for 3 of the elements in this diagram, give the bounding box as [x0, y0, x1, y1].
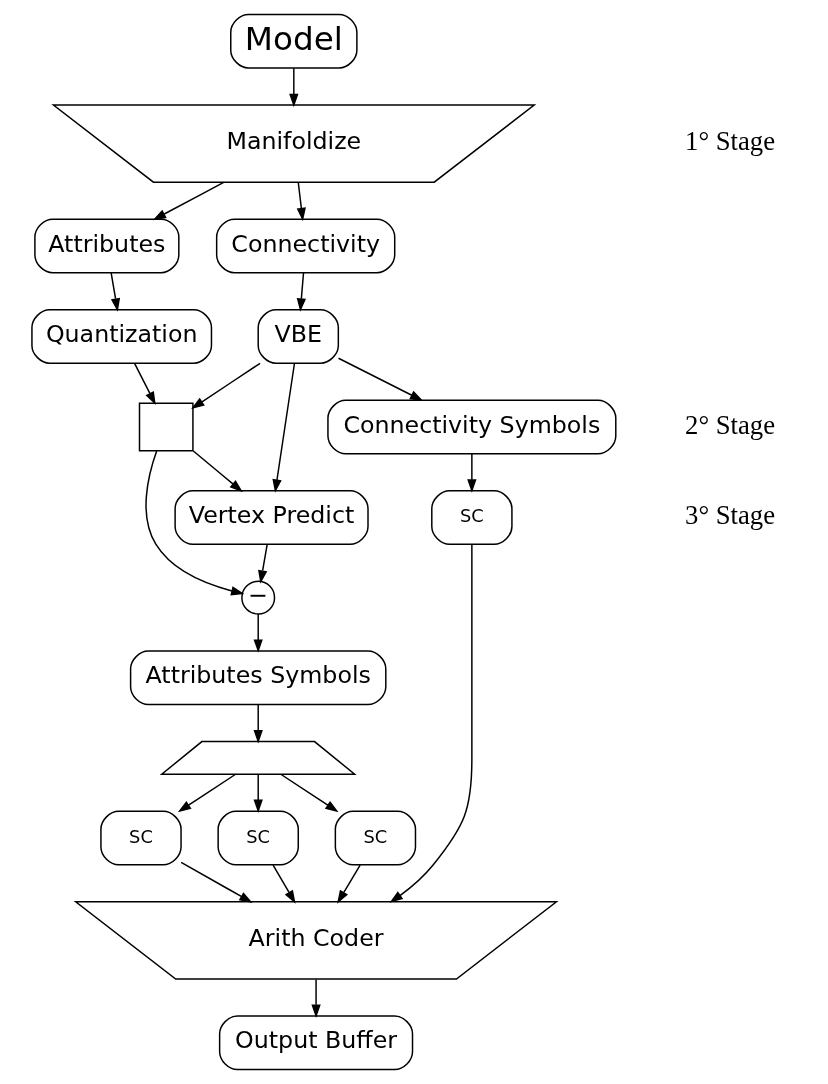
label: 1° Stage	[685, 126, 776, 157]
label: 3° Stage	[685, 500, 776, 531]
label: 2° Stage	[685, 409, 776, 440]
